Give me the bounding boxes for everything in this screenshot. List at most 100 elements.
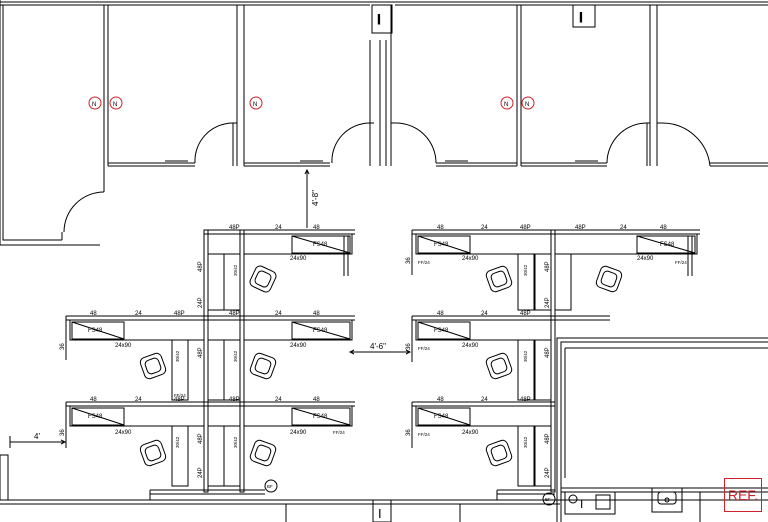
svg-text:48P: 48P (229, 311, 240, 317)
room-marker: N (521, 96, 535, 110)
room-marker: N (88, 96, 102, 110)
svg-text:24: 24 (620, 225, 627, 231)
svg-text:48: 48 (437, 225, 444, 231)
bf-marker: BF (542, 492, 556, 506)
svg-text:48: 48 (660, 225, 667, 231)
office-chair (249, 265, 277, 293)
svg-text:48P: 48P (545, 433, 551, 444)
svg-text:N: N (525, 102, 529, 108)
svg-text:4'-6": 4'-6" (370, 342, 386, 351)
svg-text:N: N (92, 102, 96, 108)
office-chair (249, 352, 277, 380)
svg-text:I: I (378, 506, 382, 521)
svg-text:36: 36 (406, 343, 412, 350)
svg-text:48: 48 (313, 225, 320, 231)
svg-text:24x90: 24x90 (290, 343, 307, 349)
svg-text:N: N (113, 102, 117, 108)
svg-text:FS48: FS48 (313, 328, 328, 334)
svg-text:4': 4' (34, 432, 40, 441)
svg-text:30/42: 30/42 (523, 436, 528, 448)
svg-text:FF/24: FF/24 (675, 260, 687, 265)
svg-text:48: 48 (90, 397, 97, 403)
svg-text:48: 48 (313, 397, 320, 403)
svg-text:FF/24: FF/24 (174, 393, 186, 398)
svg-text:BF: BF (267, 484, 273, 489)
svg-text:FS48: FS48 (434, 328, 449, 334)
svg-text:24: 24 (481, 225, 488, 231)
svg-text:FF/24: FF/24 (418, 260, 430, 265)
workstation-cluster-right: 48 24 48P 48P 24 48 48 24 48P 48 24 48P … (406, 225, 700, 506)
svg-text:24x90: 24x90 (115, 343, 132, 349)
svg-text:24P: 24P (545, 467, 551, 478)
svg-text:FS48: FS48 (88, 414, 103, 420)
svg-text:30/42: 30/42 (523, 264, 528, 276)
door-swings (61, 122, 711, 240)
svg-text:24x90: 24x90 (462, 343, 479, 349)
office-chair (249, 439, 277, 467)
svg-text:24: 24 (275, 397, 282, 403)
svg-text:FS48: FS48 (434, 242, 449, 248)
svg-text:24: 24 (275, 311, 282, 317)
bf-marker: BF (264, 479, 278, 493)
svg-text:24: 24 (135, 397, 142, 403)
svg-text:48P: 48P (174, 311, 185, 317)
svg-text:30/42: 30/42 (233, 436, 238, 448)
svg-text:FS48: FS48 (88, 328, 103, 334)
svg-text:48P: 48P (229, 225, 240, 231)
svg-text:24P: 24P (545, 297, 551, 308)
office-walls (0, 0, 768, 246)
lower-right-room: I (556, 337, 768, 522)
svg-text:24x90: 24x90 (462, 256, 479, 262)
svg-text:24x90: 24x90 (290, 256, 307, 262)
svg-text:48P: 48P (545, 347, 551, 358)
svg-text:48P: 48P (545, 261, 551, 272)
office-chair (595, 265, 623, 293)
svg-text:24x90: 24x90 (462, 430, 479, 436)
svg-text:24: 24 (135, 311, 142, 317)
room-marker: N (109, 96, 123, 110)
svg-text:36: 36 (60, 343, 66, 350)
svg-text:36: 36 (406, 257, 412, 264)
dimension-aisle-gap: 4'-6" (348, 342, 412, 355)
room-marker: N (500, 96, 514, 110)
office-chair (485, 352, 513, 380)
svg-text:48P: 48P (198, 261, 204, 272)
svg-text:FS48: FS48 (313, 242, 328, 248)
svg-text:I: I (377, 11, 381, 27)
svg-text:N: N (253, 102, 257, 108)
svg-text:48: 48 (90, 311, 97, 317)
svg-text:48: 48 (313, 311, 320, 317)
svg-text:24: 24 (481, 397, 488, 403)
svg-text:FS48: FS48 (434, 414, 449, 420)
svg-text:48P: 48P (520, 311, 531, 317)
room-markers: N N N N N (88, 96, 535, 110)
svg-text:48P: 48P (520, 225, 531, 231)
svg-text:24x90: 24x90 (637, 256, 654, 262)
ref-stamp: REF. (724, 478, 762, 512)
svg-text:48: 48 (437, 397, 444, 403)
svg-text:48P: 48P (575, 225, 586, 231)
svg-text:30/42: 30/42 (175, 350, 180, 362)
svg-text:24x90: 24x90 (115, 430, 132, 436)
svg-text:48: 48 (437, 311, 444, 317)
svg-text:48P: 48P (198, 433, 204, 444)
svg-text:N: N (504, 102, 508, 108)
svg-text:FF/24: FF/24 (333, 430, 345, 435)
svg-text:24P: 24P (198, 297, 204, 308)
svg-text:30/42: 30/42 (233, 350, 238, 362)
svg-text:36: 36 (60, 429, 66, 436)
svg-text:30/42: 30/42 (523, 350, 528, 362)
svg-text:24x90: 24x90 (290, 430, 307, 436)
dimension-side-gap: 4' (9, 432, 67, 448)
svg-text:30/42: 30/42 (233, 264, 238, 276)
svg-text:36: 36 (406, 429, 412, 436)
svg-text:24P: 24P (198, 467, 204, 478)
svg-text:FF/24: FF/24 (418, 346, 430, 351)
svg-text:FS48: FS48 (660, 242, 675, 248)
exterior-wall-top: I I (0, 1, 768, 34)
svg-text:4'-8": 4'-8" (311, 190, 320, 206)
svg-text:I: I (580, 497, 583, 511)
svg-text:FS48: FS48 (313, 414, 328, 420)
room-marker: N (249, 96, 263, 110)
